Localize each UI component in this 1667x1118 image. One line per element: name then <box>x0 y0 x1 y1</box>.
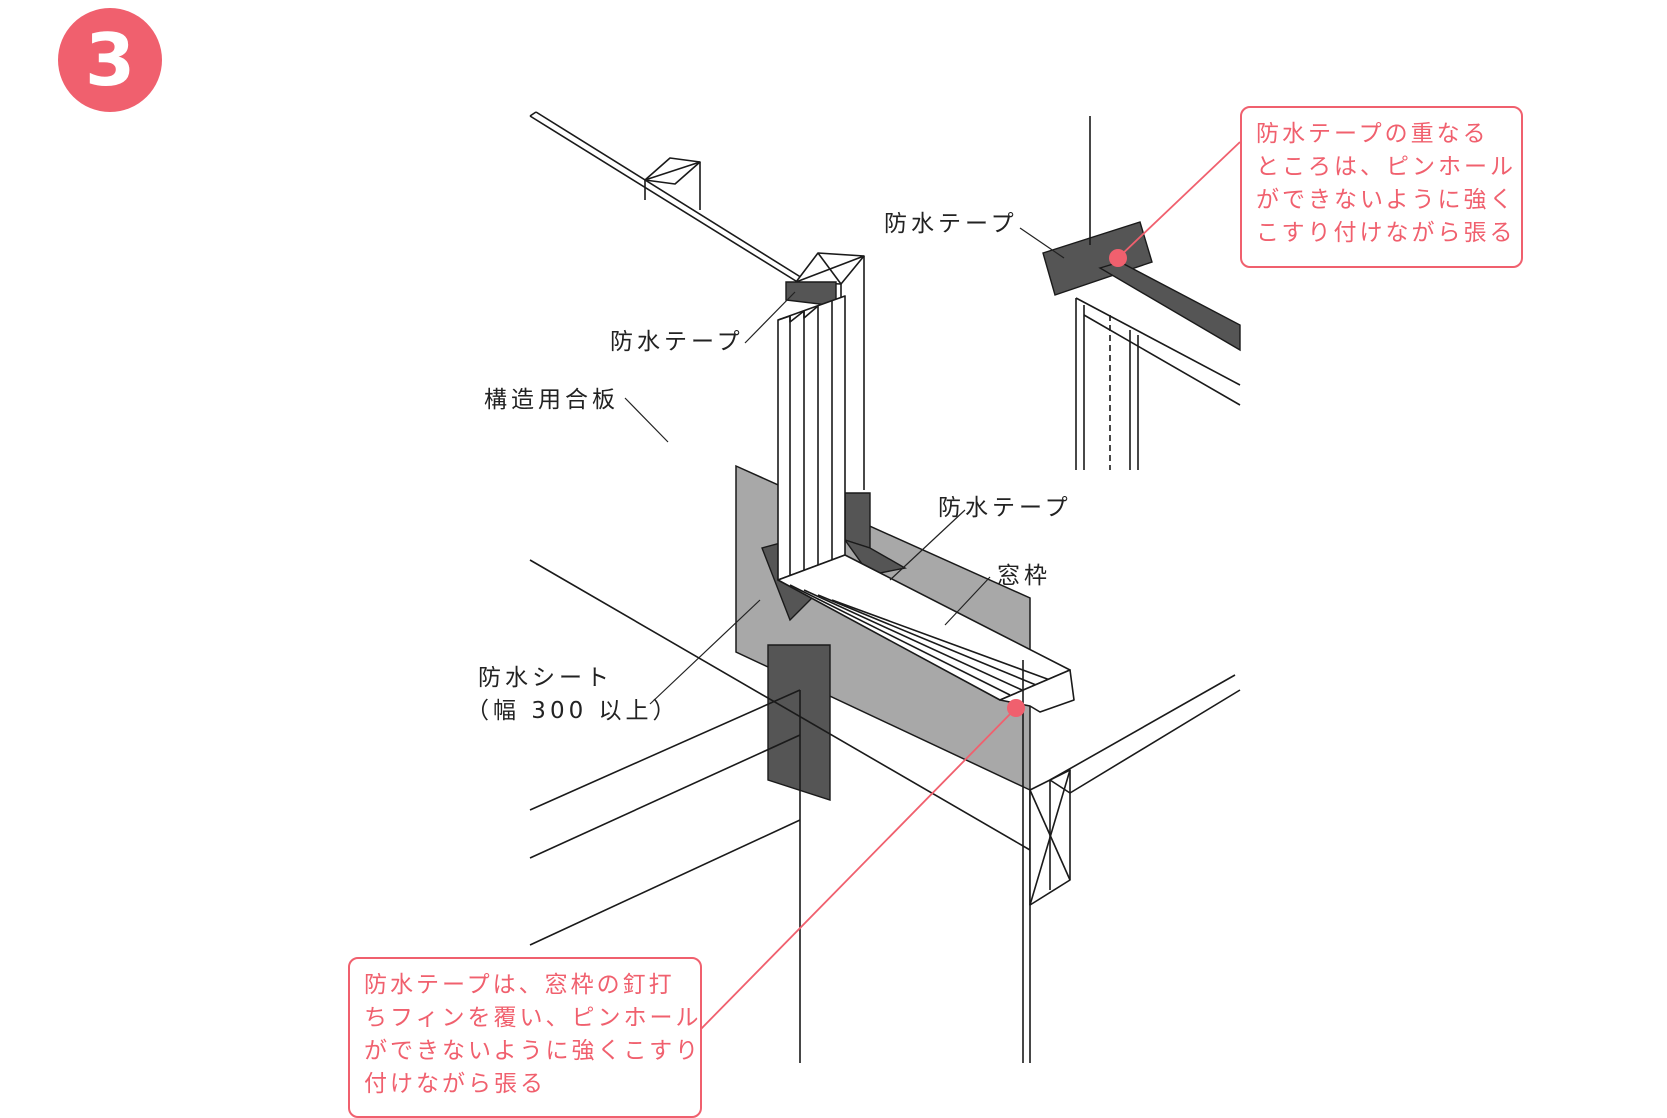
label-waterproof-sheet: 防水シート <box>478 665 613 691</box>
callout-fin-line: 付けながら張る <box>364 1071 546 1097</box>
marker-dot-bottom <box>1007 699 1025 717</box>
callout-overlap-line: 防水テープの重なる <box>1256 121 1489 147</box>
callout-fin-line: ができないように強くこすり <box>364 1038 702 1064</box>
callout-fin-line: ちフィンを覆い、ピンホール <box>364 1005 702 1031</box>
callout-overlap-line: こすり付けながら張る <box>1256 220 1516 246</box>
label-window-frame: 窓枠 <box>997 563 1051 589</box>
lower-beam <box>529 559 1031 1063</box>
small-post <box>644 157 701 210</box>
label-sheet-width: （幅 300 以上） <box>466 698 680 724</box>
label-waterproof-tape-upper-left: 防水テープ <box>610 329 744 355</box>
leader-lines <box>624 227 1065 705</box>
window-jamb <box>777 295 846 581</box>
callout-overlap-line: ところは、ピンホール <box>1256 154 1516 180</box>
callout-fin-note: 防水テープは、窓枠の釘打 ちフィンを覆い、ピンホール ができないように強くこすり… <box>348 957 702 1118</box>
lower-right-post <box>1022 660 1241 1063</box>
callout-overlap-line: ができないように強く <box>1256 187 1516 213</box>
window-sill <box>777 554 1075 713</box>
marker-dot-top <box>1109 249 1127 267</box>
callout-overlap-note: 防水テープの重なる ところは、ピンホール ができないように強く こすり付けながら… <box>1240 106 1523 268</box>
step-number-badge: 3 <box>58 8 162 112</box>
callout-fin-line: 防水テープは、窓枠の釘打 <box>364 972 675 998</box>
label-structural-plywood: 構造用合板 <box>484 387 619 413</box>
label-waterproof-tape-middle: 防水テープ <box>938 495 1072 521</box>
upper-rafter <box>529 111 816 292</box>
callout-leaders <box>699 141 1241 1031</box>
label-waterproof-tape-upper-right: 防水テープ <box>884 211 1018 237</box>
inset-detail <box>1075 116 1241 470</box>
